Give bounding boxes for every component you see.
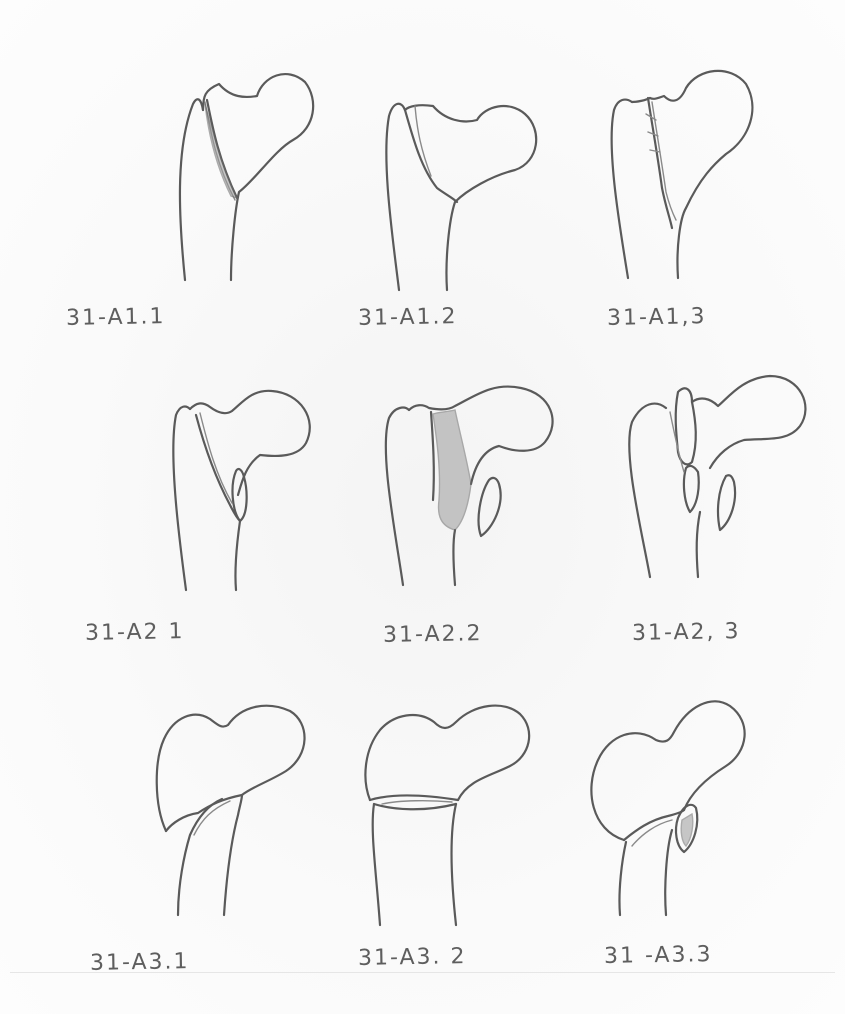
femur-drawing-a3-1 [150, 695, 320, 925]
femur-drawing-a1-2 [375, 90, 555, 300]
label-31-a2-1: 31-A2 1 [85, 619, 185, 646]
label-31-a2-3: 31-A2, 3 [632, 619, 741, 646]
label-31-a1-1: 31-A1.1 [66, 304, 166, 331]
label-31-a1-3: 31-A1,3 [607, 304, 707, 331]
femur-drawing-a3-2 [360, 700, 540, 930]
label-31-a1-2: 31-A1.2 [358, 304, 458, 331]
label-31-a2-2: 31-A2.2 [383, 621, 483, 648]
femur-drawing-a3-3 [580, 690, 760, 920]
femur-drawing-a2-2 [375, 380, 565, 595]
femur-drawing-a2-3 [620, 372, 810, 587]
femur-drawing-a2-1 [160, 385, 330, 600]
femur-drawing-a1-1 [165, 70, 335, 290]
page-edge-line [10, 972, 835, 973]
femur-drawing-a1-3 [600, 68, 780, 288]
label-31-a3-3: 31 -A3.3 [604, 942, 713, 969]
label-31-a3-2: 31-A3. 2 [358, 944, 467, 971]
